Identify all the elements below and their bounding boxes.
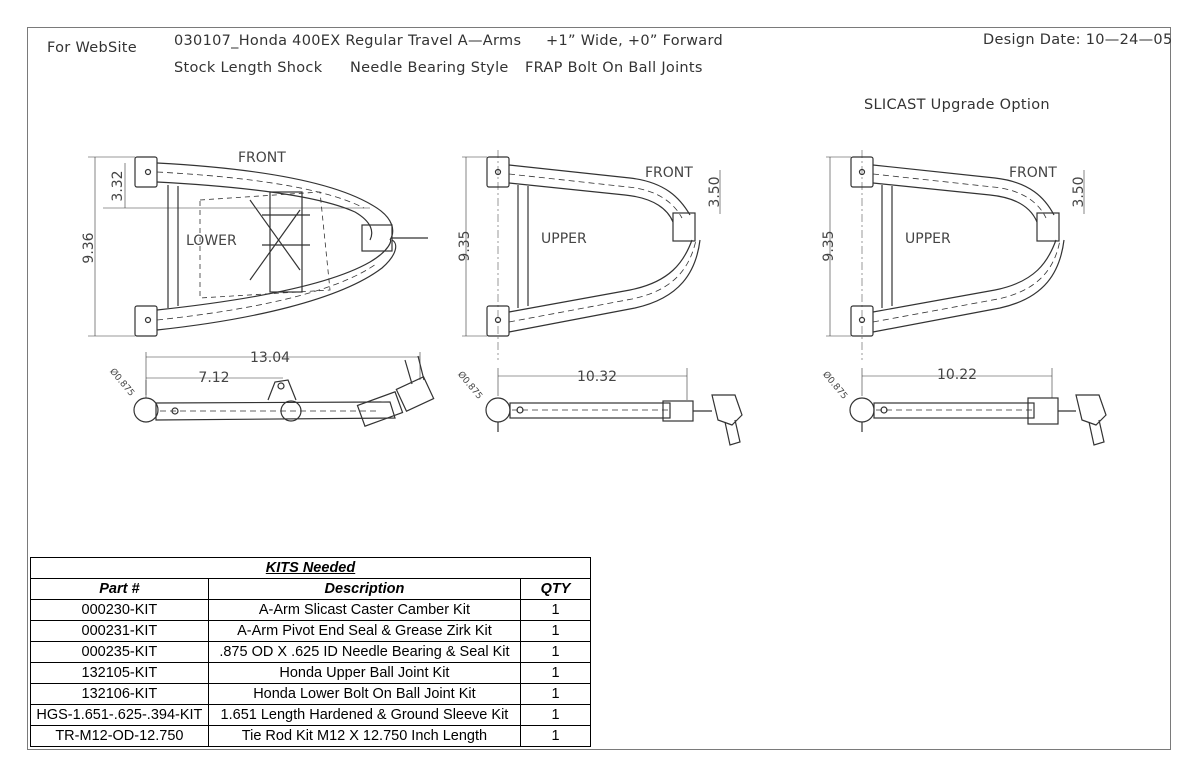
- col-qty: QTY: [520, 578, 591, 600]
- part-number: 000231-KIT: [30, 620, 209, 642]
- upgrade-option-label: SLICAST Upgrade Option: [864, 97, 1050, 113]
- upper-bore-dim: Ø0.875: [455, 369, 485, 401]
- shock-spec: Stock Length Shock: [174, 60, 323, 76]
- lower-front-label: FRONT: [238, 150, 286, 166]
- offset-spec: +1” Wide, +0” Forward: [546, 33, 723, 49]
- slicast-length-dim: 10.22: [937, 367, 977, 383]
- part-number: 132106-KIT: [30, 683, 209, 705]
- description: 1.651 Length Hardened & Ground Sleeve Ki…: [207, 704, 522, 726]
- qty: 1: [520, 620, 591, 642]
- upper-slicast-top-view: [826, 150, 1085, 360]
- description: .875 OD X .625 ID Needle Bearing & Seal …: [207, 641, 522, 663]
- lower-arm-side-view: [133, 352, 435, 427]
- lower-bore-dim: Ø0.875: [107, 366, 137, 398]
- slicast-front-label: FRONT: [1009, 165, 1057, 181]
- description: A-Arm Pivot End Seal & Grease Zirk Kit: [207, 620, 522, 642]
- upper-front-dim: 3.50: [707, 176, 723, 207]
- description: A-Arm Slicast Caster Camber Kit: [207, 599, 522, 621]
- col-part-number: Part #: [30, 578, 209, 600]
- part-number: HGS-1.651-.625-.394-KIT: [30, 704, 209, 726]
- upper-length-dim: 10.32: [577, 369, 617, 385]
- slicast-label: UPPER: [905, 231, 951, 247]
- part-number: TR-M12-OD-12.750: [30, 725, 209, 747]
- description: Honda Upper Ball Joint Kit: [207, 662, 522, 684]
- slicast-front-dim: 3.50: [1071, 176, 1087, 207]
- upper-label: UPPER: [541, 231, 587, 247]
- description: Tie Rod Kit M12 X 12.750 Inch Length: [207, 725, 522, 747]
- part-title: 030107_Honda 400EX Regular Travel A—Arms: [174, 33, 522, 49]
- upper-height-dim: 9.35: [457, 230, 473, 261]
- upper-arm-top-view: [462, 150, 721, 360]
- lower-arm-top-view: [88, 156, 428, 337]
- lower-overall-dim: 13.04: [250, 350, 290, 366]
- part-number: 000230-KIT: [30, 599, 209, 621]
- description: Honda Lower Bolt On Ball Joint Kit: [207, 683, 522, 705]
- slicast-bore-dim: Ø0.875: [820, 369, 850, 401]
- lower-label: LOWER: [186, 233, 237, 249]
- slicast-height-dim: 9.35: [821, 230, 837, 261]
- kits-table: KITS Needed Part # Description QTY 00023…: [30, 557, 591, 747]
- part-number: 000235-KIT: [30, 641, 209, 663]
- design-date: Design Date: 10—24—05: [983, 32, 1173, 48]
- lower-height-dim: 9.36: [81, 232, 97, 263]
- kits-title: KITS Needed: [30, 557, 591, 579]
- ball-joint-spec: FRAP Bolt On Ball Joints: [525, 60, 703, 76]
- qty: 1: [520, 599, 591, 621]
- bearing-spec: Needle Bearing Style: [350, 60, 509, 76]
- table-row: 000235-KIT.875 OD X .625 ID Needle Beari…: [30, 641, 591, 663]
- lower-mount-dim: 7.12: [198, 370, 229, 386]
- site-label: For WebSite: [47, 40, 138, 56]
- upper-front-label: FRONT: [645, 165, 693, 181]
- qty: 1: [520, 704, 591, 726]
- lower-front-dim: 3.32: [110, 170, 126, 201]
- qty: 1: [520, 641, 591, 663]
- upper-arm-side-view: [485, 368, 743, 446]
- part-number: 132105-KIT: [30, 662, 209, 684]
- qty: 1: [520, 662, 591, 684]
- drawing-border: [27, 27, 1171, 750]
- upper-slicast-side-view: [849, 368, 1107, 446]
- qty: 1: [520, 725, 591, 747]
- col-description: Description: [207, 578, 522, 600]
- qty: 1: [520, 683, 591, 705]
